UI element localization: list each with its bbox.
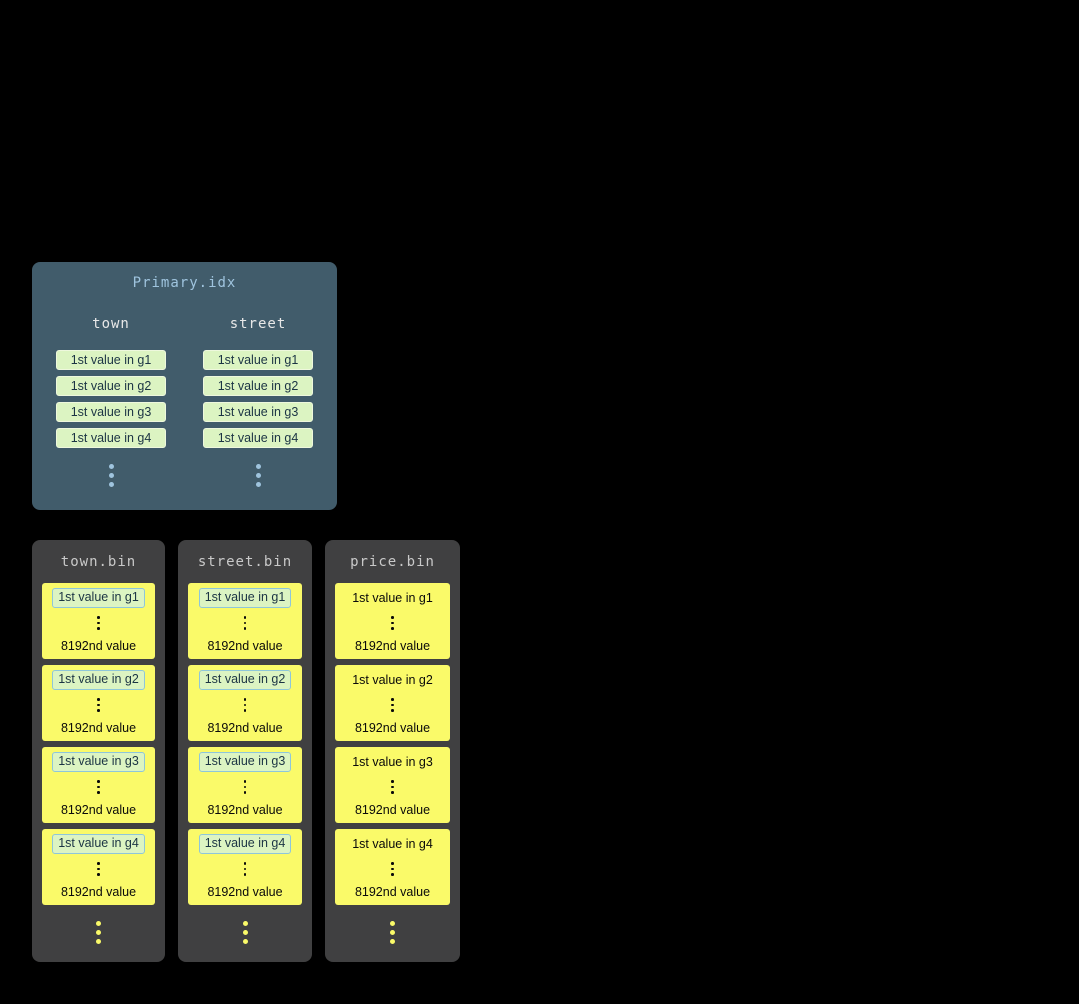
granule-block: 1st value in g4 8192nd value — [188, 829, 302, 905]
granule-first-value: 1st value in g3 — [52, 752, 145, 772]
index-entry: 1st value in g2 — [56, 376, 166, 396]
granule-list: 1st value in g1 8192nd value 1st value i… — [178, 583, 312, 905]
ellipsis-dots-icon — [391, 615, 394, 632]
granule-first-value: 1st value in g2 — [52, 670, 145, 690]
index-entry: 1st value in g4 — [56, 428, 166, 448]
granule-block: 1st value in g3 8192nd value — [42, 747, 155, 823]
primary-index-columns: town 1st value in g1 1st value in g2 1st… — [32, 316, 337, 489]
primary-index-panel: Primary.idx town 1st value in g1 1st val… — [32, 262, 337, 510]
primary-column-street: street 1st value in g1 1st value in g2 1… — [203, 316, 313, 489]
granule-block: 1st value in g1 8192nd value — [188, 583, 302, 659]
granule-block: 1st value in g2 8192nd value — [188, 665, 302, 741]
granule-list: 1st value in g1 8192nd value 1st value i… — [32, 583, 165, 905]
bin-file-title: price.bin — [350, 554, 435, 570]
index-entry: 1st value in g3 — [56, 402, 166, 422]
granule-first-value: 1st value in g4 — [198, 834, 292, 854]
ellipsis-dots-icon — [178, 919, 312, 946]
ellipsis-dots-icon — [97, 697, 100, 714]
granule-block: 1st value in g4 8192nd value — [42, 829, 155, 905]
granule-block: 1st value in g3 8192nd value — [335, 747, 450, 823]
index-entry: 1st value in g4 — [203, 428, 313, 448]
granule-last-value: 8192nd value — [207, 639, 283, 653]
ellipsis-dots-icon — [32, 919, 165, 946]
granule-first-value: 1st value in g2 — [198, 670, 292, 690]
index-entry: 1st value in g3 — [203, 402, 313, 422]
granule-block: 1st value in g2 8192nd value — [335, 665, 450, 741]
bin-file-title: town.bin — [60, 554, 137, 570]
granule-first-value: 1st value in g2 — [352, 673, 433, 687]
ellipsis-dots-icon — [108, 462, 114, 489]
granule-last-value: 8192nd value — [60, 885, 137, 899]
granule-last-value: 8192nd value — [354, 803, 431, 817]
granule-last-value: 8192nd value — [354, 721, 431, 735]
granule-last-value: 8192nd value — [207, 803, 283, 817]
granule-block: 1st value in g4 8192nd value — [335, 829, 450, 905]
bin-file-panel-price: price.bin 1st value in g1 8192nd value 1… — [325, 540, 460, 962]
granule-last-value: 8192nd value — [354, 885, 431, 899]
ellipsis-dots-icon — [97, 615, 100, 632]
ellipsis-dots-icon — [243, 697, 247, 714]
ellipsis-dots-icon — [243, 615, 247, 632]
granule-last-value: 8192nd value — [207, 885, 283, 899]
bin-file-title: street.bin — [197, 554, 293, 570]
ellipsis-dots-icon — [97, 779, 100, 796]
granule-block: 1st value in g3 8192nd value — [188, 747, 302, 823]
column-header-town: town — [92, 316, 130, 332]
ellipsis-dots-icon — [325, 919, 460, 946]
granule-first-value: 1st value in g3 — [352, 755, 433, 769]
primary-column-town: town 1st value in g1 1st value in g2 1st… — [56, 316, 166, 489]
granule-first-value: 1st value in g1 — [52, 588, 145, 608]
granule-last-value: 8192nd value — [60, 721, 137, 735]
granule-list: 1st value in g1 8192nd value 1st value i… — [325, 583, 460, 905]
granule-block: 1st value in g2 8192nd value — [42, 665, 155, 741]
granule-last-value: 8192nd value — [354, 639, 431, 653]
granule-first-value: 1st value in g4 — [52, 834, 145, 854]
granule-last-value: 8192nd value — [60, 803, 137, 817]
bin-file-panel-town: town.bin 1st value in g1 8192nd value 1s… — [32, 540, 165, 962]
primary-index-title: Primary.idx — [132, 275, 237, 291]
granule-last-value: 8192nd value — [207, 721, 283, 735]
granule-block: 1st value in g1 8192nd value — [335, 583, 450, 659]
granule-first-value: 1st value in g1 — [198, 588, 292, 608]
granule-block: 1st value in g1 8192nd value — [42, 583, 155, 659]
granule-first-value: 1st value in g1 — [352, 591, 433, 605]
ellipsis-dots-icon — [391, 861, 394, 878]
ellipsis-dots-icon — [391, 697, 394, 714]
column-header-street: street — [229, 316, 287, 332]
granule-first-value: 1st value in g4 — [352, 837, 433, 851]
ellipsis-dots-icon — [391, 779, 394, 796]
granule-first-value: 1st value in g3 — [198, 752, 292, 772]
index-entry: 1st value in g1 — [56, 350, 166, 370]
granule-last-value: 8192nd value — [60, 639, 137, 653]
index-entry: 1st value in g2 — [203, 376, 313, 396]
index-entry: 1st value in g1 — [203, 350, 313, 370]
ellipsis-dots-icon — [97, 861, 100, 878]
ellipsis-dots-icon — [243, 861, 247, 878]
ellipsis-dots-icon — [243, 779, 247, 796]
bin-file-panel-street: street.bin 1st value in g1 8192nd value … — [178, 540, 312, 962]
ellipsis-dots-icon — [255, 462, 261, 489]
